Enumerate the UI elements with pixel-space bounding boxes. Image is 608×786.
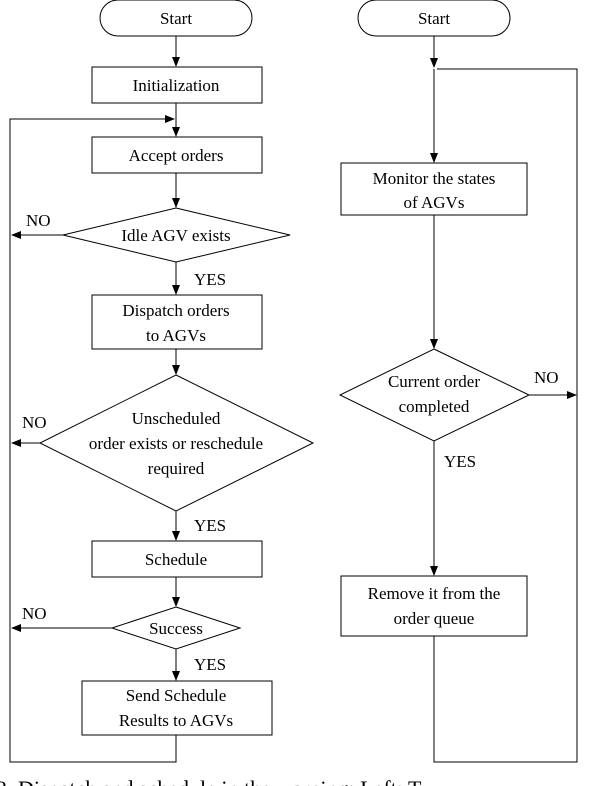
initialization-label: Initialization (133, 76, 220, 95)
right-no-label: NO (534, 368, 559, 387)
accept-orders-box (91, 136, 263, 174)
current-line2: completed (399, 397, 470, 416)
no-label-3: NO (22, 604, 47, 623)
send-results-box (81, 680, 273, 736)
remove-box (340, 575, 528, 637)
schedule-box (91, 540, 263, 578)
right-yes-label: YES (444, 452, 476, 471)
right-start-label: Start (418, 9, 450, 28)
unscheduled-line3: required (148, 459, 205, 478)
initialization-box (91, 66, 263, 104)
send-line1: Send Schedule (126, 686, 227, 705)
current-order-diamond (338, 348, 531, 442)
unscheduled-line1: Unscheduled (132, 409, 221, 428)
idle-agv-label: Idle AGV exists (121, 226, 230, 245)
success-label: Success (149, 619, 203, 638)
dispatch-line1: Dispatch orders (122, 301, 229, 320)
left-start-label: Start (160, 9, 192, 28)
right-loop-line (433, 68, 578, 763)
loop-back-line (9, 115, 177, 763)
figure-caption: 2. Dispatch and schedule in the warning:… (0, 776, 422, 786)
yes-label-3: YES (194, 655, 226, 674)
accept-orders-label: Accept orders (129, 146, 224, 165)
schedule-label: Schedule (145, 550, 207, 569)
remove-line2: order queue (394, 609, 475, 628)
monitor-line2: of AGVs (404, 193, 465, 212)
yes-label-2: YES (194, 516, 226, 535)
remove-line1: Remove it from the (368, 584, 501, 603)
send-line2: Results to AGVs (119, 711, 233, 730)
monitor-line1: Monitor the states (373, 169, 496, 188)
dispatch-line2: to AGVs (146, 326, 206, 345)
unscheduled-line2: order exists or reschedule (89, 434, 263, 453)
no-label-1: NO (26, 211, 51, 230)
current-line1: Current order (388, 372, 480, 391)
monitor-box (340, 162, 528, 216)
dispatch-orders-box (91, 294, 263, 350)
no-label-2: NO (22, 413, 47, 432)
yes-label-1: YES (194, 270, 226, 289)
